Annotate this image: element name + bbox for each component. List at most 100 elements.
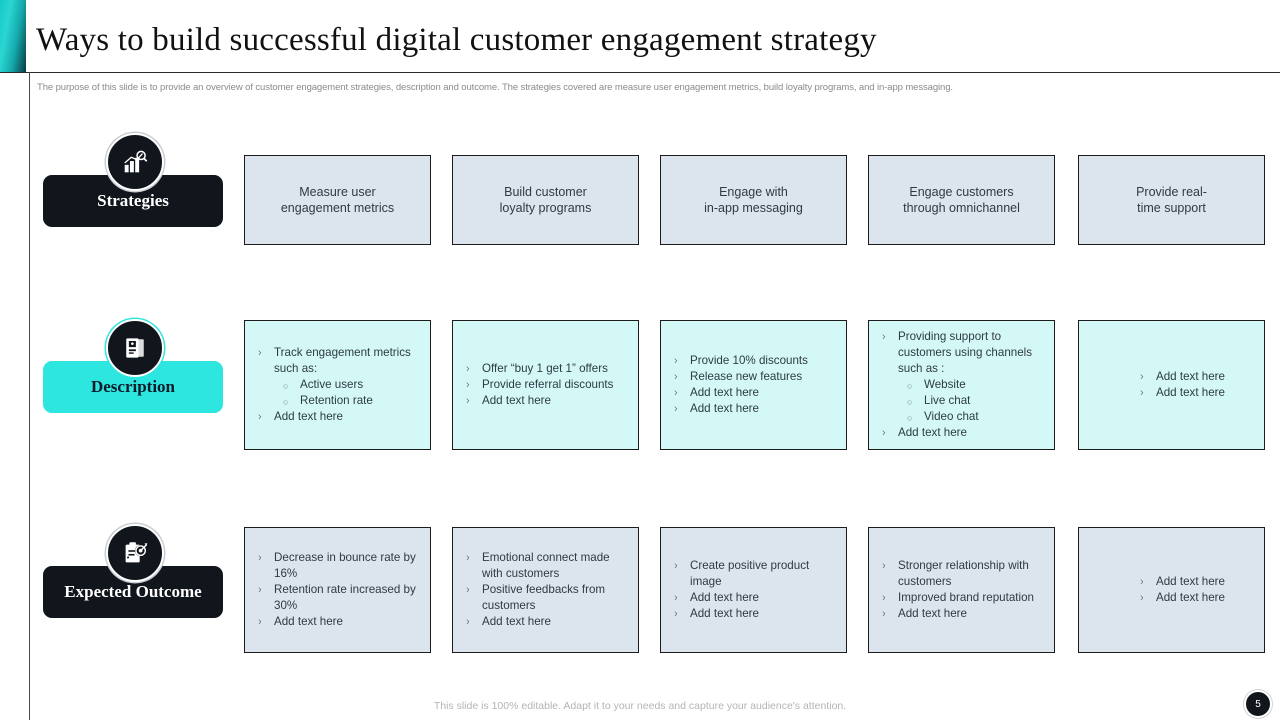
list-item: ›Add text here bbox=[879, 606, 1046, 622]
bullet-chevron-icon: › bbox=[674, 355, 678, 367]
list-item: › Offer “buy 1 get 1” offers bbox=[463, 361, 630, 377]
list-item: ›Emotional connect made with customers bbox=[463, 550, 630, 582]
list-item-text: Retention rate bbox=[300, 394, 373, 407]
description-card-1[interactable]: › Track engagement metrics such as: ○ Activ… bbox=[244, 320, 431, 450]
list-item-text: Add text here bbox=[1156, 591, 1225, 604]
bullet-chevron-icon: › bbox=[466, 379, 470, 391]
description-card-5-list: › Add text here › Add text here bbox=[1079, 369, 1264, 401]
strategy-card-4[interactable]: Engage customers through omnichannel bbox=[868, 155, 1055, 245]
outcome-card-5-list: › Add text here › Add text here bbox=[1079, 574, 1264, 606]
outcome-card-2[interactable]: ›Emotional connect made with customers›P… bbox=[452, 527, 639, 653]
bullet-chevron-icon: › bbox=[1140, 592, 1144, 604]
bullet-chevron-icon: › bbox=[1140, 387, 1144, 399]
bar-chart-magnifier-icon bbox=[106, 133, 164, 191]
bullet-circle-icon: ○ bbox=[283, 381, 289, 391]
list-item-text: Video chat bbox=[924, 410, 979, 423]
list-item: ○Video chat bbox=[879, 409, 1046, 425]
strategy-card-2[interactable]: Build customer loyalty programs bbox=[452, 155, 639, 245]
bullet-chevron-icon: › bbox=[466, 552, 470, 564]
list-item-text: Add text here bbox=[898, 426, 967, 439]
bullet-chevron-icon: › bbox=[1140, 371, 1144, 383]
list-item-text: Add text here bbox=[1156, 370, 1225, 383]
description-card-3-list: › Provide 10% discounts › Release new featu… bbox=[661, 353, 846, 417]
bullet-chevron-icon: › bbox=[258, 552, 262, 564]
bullet-chevron-icon: › bbox=[674, 371, 678, 383]
list-item: › Add text here bbox=[255, 614, 422, 630]
row-label-description-text: Description bbox=[90, 377, 176, 396]
list-item: › Release new features bbox=[671, 369, 838, 385]
bullet-chevron-icon: › bbox=[882, 560, 886, 572]
list-item-text: Offer “buy 1 get 1” offers bbox=[482, 362, 608, 375]
list-item: › Add text here bbox=[255, 409, 422, 425]
bullet-chevron-icon: › bbox=[1140, 576, 1144, 588]
description-card-4[interactable]: ›Providing support to customers using ch… bbox=[868, 320, 1055, 450]
list-item-text: Add text here bbox=[1156, 386, 1225, 399]
list-item: ›Add text here bbox=[671, 590, 838, 606]
description-card-2[interactable]: › Offer “buy 1 get 1” offers › Provide refe… bbox=[452, 320, 639, 450]
list-item-text: Positive feedbacks from customers bbox=[482, 583, 606, 612]
outcome-card-1[interactable]: ›Decrease in bounce rate by 16%›Retentio… bbox=[244, 527, 431, 653]
list-item-text: Active users bbox=[300, 378, 364, 391]
strategy-card-5-title: Provide real- time support bbox=[1136, 185, 1207, 215]
description-card-5[interactable]: › Add text here › Add text here bbox=[1078, 320, 1265, 450]
left-margin-rule bbox=[29, 72, 30, 720]
list-item: › Provide referral discounts bbox=[463, 377, 630, 393]
outcome-card-4[interactable]: › Stronger relationship with customers › Im… bbox=[868, 527, 1055, 653]
list-item-text: Improved brand reputation bbox=[898, 591, 1034, 604]
list-item-text: Add text here bbox=[690, 591, 759, 604]
list-item: ○ Live chat bbox=[879, 393, 1046, 409]
outcome-card-1-list: ›Decrease in bounce rate by 16%›Retentio… bbox=[245, 550, 430, 630]
bullet-chevron-icon: › bbox=[258, 347, 262, 359]
list-item: ›Create positive product image bbox=[671, 558, 838, 590]
list-item-text: Add text here bbox=[690, 607, 759, 620]
row-label-strategies: Strategies bbox=[43, 175, 223, 227]
list-item: ›Add text here bbox=[671, 385, 838, 401]
list-item-text: Track engagement metrics such as: bbox=[274, 346, 411, 375]
list-item: ›Positive feedbacks from customers bbox=[463, 582, 630, 614]
list-item-text: Stronger relationship with customers bbox=[898, 559, 1029, 588]
list-item: ○Website bbox=[879, 377, 1046, 393]
bullet-circle-icon: ○ bbox=[907, 397, 913, 407]
list-item-text: Add text here bbox=[274, 615, 343, 628]
clipboard-target-icon bbox=[106, 524, 164, 582]
bullet-chevron-icon: › bbox=[258, 411, 262, 423]
description-card-1-list: › Track engagement metrics such as: ○ Activ… bbox=[245, 345, 430, 425]
outcome-card-5[interactable]: › Add text here › Add text here bbox=[1078, 527, 1265, 653]
strategy-card-3[interactable]: Engage with in-app messaging bbox=[660, 155, 847, 245]
bullet-chevron-icon: › bbox=[466, 363, 470, 375]
list-item: › Stronger relationship with customers bbox=[879, 558, 1046, 590]
description-card-3[interactable]: › Provide 10% discounts › Release new featu… bbox=[660, 320, 847, 450]
footer-note: This slide is 100% editable. Adapt it to… bbox=[433, 700, 847, 712]
strategy-card-5[interactable]: Provide real- time support bbox=[1078, 155, 1265, 245]
bullet-chevron-icon: › bbox=[882, 592, 886, 604]
list-item-text: Website bbox=[924, 378, 966, 391]
list-item: › Add text here bbox=[463, 393, 630, 409]
bullet-chevron-icon: › bbox=[882, 427, 886, 439]
strategy-card-2-title: Build customer loyalty programs bbox=[499, 185, 592, 215]
list-item-text: Add text here bbox=[274, 410, 343, 423]
slide-header: Ways to build successful digital custome… bbox=[0, 0, 1280, 73]
list-item: › Add text here bbox=[1137, 385, 1256, 401]
list-item-text: Add text here bbox=[482, 394, 551, 407]
document-book-icon bbox=[106, 319, 164, 377]
bullet-chevron-icon: › bbox=[466, 616, 470, 628]
list-item: › Add text here bbox=[879, 425, 1046, 441]
list-item-text: Provide 10% discounts bbox=[690, 354, 808, 367]
strategy-card-1[interactable]: Measure user engagement metrics bbox=[244, 155, 431, 245]
strategy-card-4-title: Engage customers through omnichannel bbox=[903, 185, 1020, 215]
description-card-4-list: ›Providing support to customers using ch… bbox=[869, 329, 1054, 441]
list-item-text: Live chat bbox=[924, 394, 971, 407]
list-item-text: Add text here bbox=[690, 402, 759, 415]
bullet-chevron-icon: › bbox=[674, 608, 678, 620]
teal-accent-bar bbox=[0, 0, 26, 72]
row-label-expected-outcome-text: Expected Outcome bbox=[64, 582, 202, 601]
bullet-chevron-icon: › bbox=[882, 331, 886, 343]
bullet-chevron-icon: › bbox=[258, 616, 262, 628]
list-item-text: Release new features bbox=[690, 370, 803, 383]
description-card-2-list: › Offer “buy 1 get 1” offers › Provide refe… bbox=[453, 361, 638, 409]
list-item-text: Provide referral discounts bbox=[482, 378, 614, 391]
list-item-text: Add text here bbox=[1156, 575, 1225, 588]
page-title: Ways to build successful digital custome… bbox=[36, 22, 877, 58]
bullet-chevron-icon: › bbox=[466, 395, 470, 407]
outcome-card-3[interactable]: ›Create positive product image›Add text … bbox=[660, 527, 847, 653]
